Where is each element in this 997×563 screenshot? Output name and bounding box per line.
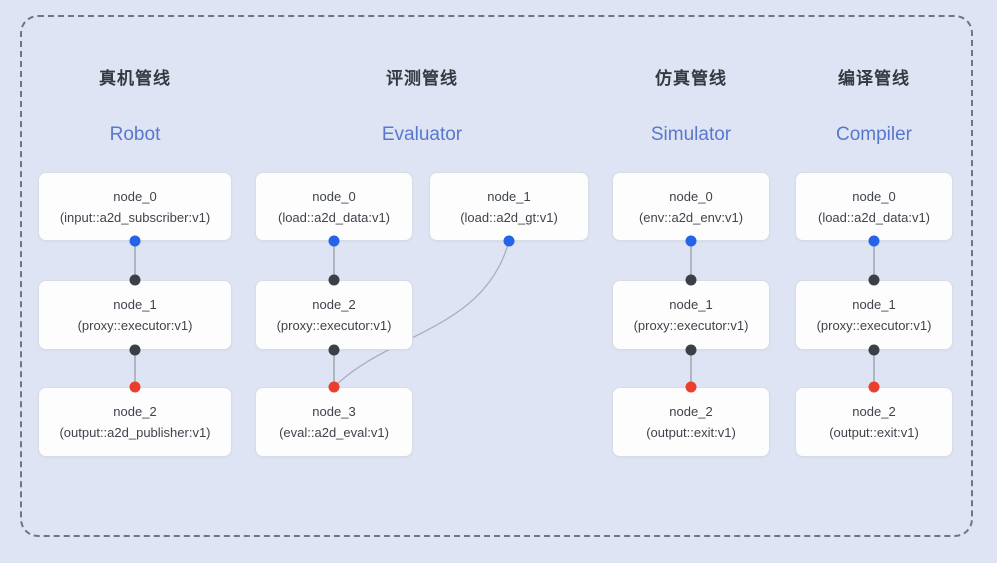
- node-box-robot-node1: node_1 (proxy::executor:v1): [38, 280, 232, 350]
- node-box-simulator-node1: node_1 (proxy::executor:v1): [612, 280, 770, 350]
- node-name: node_2: [113, 404, 157, 419]
- node-name: node_2: [312, 297, 356, 312]
- node-type: (load::a2d_data:v1): [817, 209, 931, 225]
- node-name: node_0: [312, 188, 356, 204]
- node-type: (env::a2d_env:v1): [638, 209, 744, 225]
- node-box-evaluator-node2: node_2 (proxy::executor:v1): [255, 280, 413, 350]
- node-name: node_0: [113, 188, 157, 204]
- pipeline-title-evaluator-zh: 评测管线: [386, 69, 458, 88]
- input-port-dot: [129, 381, 141, 393]
- pipeline-title-simulator-zh: 仿真管线: [655, 69, 727, 88]
- node-type: (proxy::executor:v1): [77, 318, 193, 333]
- node-name: node_1: [487, 188, 531, 204]
- node-type: (eval::a2d_eval:v1): [279, 425, 389, 440]
- input-port-dot: [868, 381, 880, 393]
- node-name: node_2: [852, 404, 896, 419]
- node-box-evaluator-node3: node_3 (eval::a2d_eval:v1): [255, 387, 413, 457]
- node-name: node_0: [852, 188, 896, 204]
- node-box-compiler-node0: node_0 (load::a2d_data:v1): [795, 172, 953, 241]
- pipeline-subtitle-robot: Robot: [109, 124, 161, 145]
- input-port-dot: [129, 274, 141, 286]
- dashed-frame: [20, 15, 973, 537]
- pipeline-subtitle-simulator: Simulator: [650, 124, 732, 145]
- node-box-compiler-node2: node_2 (output::exit:v1): [795, 387, 953, 457]
- input-port-dot: [328, 274, 340, 286]
- node-box-robot-node2: node_2 (output::a2d_publisher:v1): [38, 387, 232, 457]
- edge-eval-n1-n3-curve: [333, 240, 510, 388]
- node-type: (proxy::executor:v1): [816, 318, 932, 333]
- node-name: node_1: [852, 297, 896, 312]
- node-type: (proxy::executor:v1): [633, 318, 749, 333]
- input-port-dot: [868, 274, 880, 286]
- node-name: node_0: [669, 188, 713, 204]
- output-port-dot: [328, 344, 340, 356]
- output-port-dot: [328, 235, 340, 247]
- input-port-dot: [328, 381, 340, 393]
- node-name: node_1: [669, 297, 713, 312]
- pipeline-title-robot-zh: 真机管线: [99, 69, 171, 88]
- node-type: (output::exit:v1): [829, 425, 919, 440]
- node-type: (load::a2d_gt:v1): [460, 209, 558, 225]
- node-box-robot-node0: node_0 (input::a2d_subscriber:v1): [38, 172, 232, 241]
- node-type: (proxy::executor:v1): [276, 318, 392, 333]
- node-box-evaluator-node0: node_0 (load::a2d_data:v1): [255, 172, 413, 241]
- node-box-compiler-node1: node_1 (proxy::executor:v1): [795, 280, 953, 350]
- pipeline-subtitle-evaluator: Evaluator: [381, 124, 463, 145]
- pipeline-title-compiler-zh: 编译管线: [838, 69, 910, 88]
- node-name: node_3: [312, 404, 356, 419]
- output-port-dot: [868, 344, 880, 356]
- output-port-dot: [129, 235, 141, 247]
- node-name: node_2: [669, 404, 713, 419]
- output-port-dot: [868, 235, 880, 247]
- output-port-dot: [685, 235, 697, 247]
- output-port-dot: [685, 344, 697, 356]
- node-type: (output::exit:v1): [646, 425, 736, 440]
- input-port-dot: [685, 381, 697, 393]
- input-port-dot: [685, 274, 697, 286]
- node-type: (load::a2d_data:v1): [277, 209, 391, 225]
- node-box-evaluator-node1: node_1 (load::a2d_gt:v1): [429, 172, 589, 241]
- output-port-dot: [503, 235, 515, 247]
- node-box-simulator-node2: node_2 (output::exit:v1): [612, 387, 770, 457]
- node-box-simulator-node0: node_0 (env::a2d_env:v1): [612, 172, 770, 241]
- node-type: (output::a2d_publisher:v1): [59, 425, 211, 440]
- output-port-dot: [129, 344, 141, 356]
- node-type: (input::a2d_subscriber:v1): [59, 209, 211, 225]
- node-name: node_1: [113, 297, 157, 312]
- pipeline-subtitle-compiler: Compiler: [835, 124, 913, 145]
